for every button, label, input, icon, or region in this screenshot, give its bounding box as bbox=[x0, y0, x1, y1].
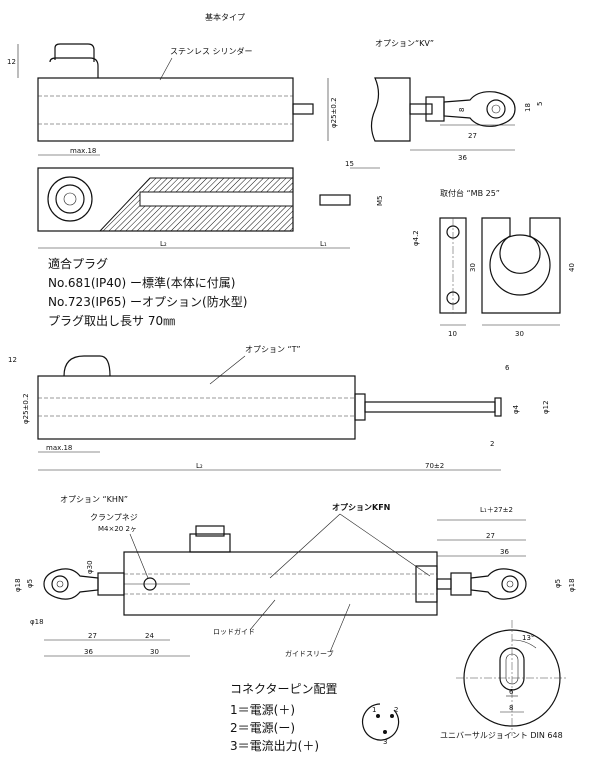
mb-dim-30h: 30 bbox=[515, 330, 524, 338]
kfn-dim-l1: L₁＋27±2 bbox=[480, 506, 513, 514]
t-cylinder-body bbox=[37, 375, 356, 440]
basic-type-side-view: 基本タイプ 12 φ25±0.2 ステンレス シリンダー max.18 bbox=[7, 12, 338, 156]
t-dim-l2: L₂ bbox=[196, 462, 203, 470]
t-dim-d4: φ4 bbox=[512, 404, 520, 414]
universal-joint-view: 13° 6 8 ユニバーサルジョイント DIN 648 bbox=[440, 620, 568, 740]
option-khn-title: オプション “KHN” bbox=[60, 495, 128, 504]
khn-cylinder-body bbox=[123, 551, 438, 616]
mount-title: 取付台 “MB 25” bbox=[440, 188, 500, 198]
t-dim-6: 6 bbox=[505, 364, 510, 372]
kv-dim-5: 5 bbox=[536, 102, 544, 106]
pin-label-3: 3 bbox=[383, 738, 387, 746]
uj-dim-6: 6 bbox=[509, 688, 514, 696]
khn-dim-36: 36 bbox=[84, 648, 93, 656]
t-dim-max18: max.18 bbox=[46, 444, 72, 452]
khn-dim-d18b: φ18 bbox=[30, 618, 44, 626]
universal-joint-label: ユニバーサルジョイント DIN 648 bbox=[440, 731, 563, 740]
dim-l2-top: L₂ bbox=[160, 240, 167, 248]
basic-type-title: 基本タイプ bbox=[205, 12, 245, 22]
mb-dim-10: 10 bbox=[448, 330, 457, 338]
connector-outline bbox=[361, 703, 400, 741]
threaded-rod-end bbox=[319, 194, 351, 206]
khn-dim-27: 27 bbox=[88, 632, 97, 640]
option-t-view: オプション “T” 12 φ25±0.2 max.18 L₂ 70±2 6 φ4… bbox=[8, 345, 550, 471]
mb-dim-40: 40 bbox=[568, 263, 576, 272]
kv-dim-8: 8 bbox=[458, 108, 466, 112]
kfn-dim-27: 27 bbox=[486, 532, 495, 540]
clamp-screw-label: クランプネジ bbox=[90, 513, 138, 522]
plug-line-3: プラグ取出し長サ 70㎜ bbox=[48, 314, 175, 328]
mb-dim-d42: φ4.2 bbox=[412, 230, 420, 246]
pin-label-1: 1 bbox=[372, 706, 376, 714]
khn-dim-d5: φ5 bbox=[26, 579, 34, 588]
khn-dim-24: 24 bbox=[145, 632, 154, 640]
dim-l1-top: L₁ bbox=[320, 240, 327, 248]
khn-dim-d18a: φ18 bbox=[14, 578, 22, 592]
piston-rod bbox=[292, 103, 314, 115]
kfn-dim-d5: φ5 bbox=[554, 579, 562, 588]
khn-dim-d30: φ30 bbox=[86, 560, 94, 574]
stainless-cylinder-label: ステンレス シリンダー bbox=[170, 46, 253, 56]
cylinder-body bbox=[37, 77, 294, 142]
dim-15: 15 bbox=[345, 160, 354, 168]
uj-dim-13: 13° bbox=[522, 634, 534, 642]
connector-pin-2: 2＝電源(ー) bbox=[230, 721, 295, 735]
pin-label-2: 2 bbox=[394, 706, 398, 714]
connector-pin-3: 3＝電流出力(＋) bbox=[230, 739, 319, 753]
connector-pin-layout: コネクターピン配置 1＝電源(＋) 2＝電源(ー) 3＝電流出力(＋) 1 2 … bbox=[230, 682, 400, 753]
plug-notes: 適合プラグ No.681(IP40) ー標準(本体に付属) No.723(IP6… bbox=[48, 256, 247, 328]
t-dim-d25: φ25±0.2 bbox=[22, 393, 30, 424]
mount-mb25-view: 取付台 “MB 25” φ4.2 30 40 10 30 bbox=[412, 188, 576, 338]
t-dim-12: 12 bbox=[8, 356, 17, 364]
mb-dim-30v: 30 bbox=[469, 263, 477, 272]
guide-sleeve-label: ガイドスリーブ bbox=[285, 649, 334, 658]
clamp-screw-spec: M4×20 2ヶ bbox=[98, 525, 137, 533]
uj-dim-8: 8 bbox=[509, 704, 513, 712]
connector-pin-1: 1＝電源(＋) bbox=[230, 703, 295, 717]
kv-dim-27: 27 bbox=[468, 132, 477, 140]
dim-m5: M5 bbox=[376, 196, 384, 207]
plug-heading: 適合プラグ bbox=[48, 256, 108, 271]
dim-max18-top: max.18 bbox=[70, 147, 96, 155]
option-khn-kfn-view: オプション “KHN” オプションKFN クランプネジ M4×20 2ヶ φ18… bbox=[14, 495, 576, 658]
kfn-dim-36: 36 bbox=[500, 548, 509, 556]
option-kv-view: オプション“KV” 27 36 8 18 5 bbox=[370, 39, 544, 162]
dim-12-top: 12 bbox=[7, 58, 16, 66]
t-dim-2: 2 bbox=[490, 440, 494, 448]
option-kv-title: オプション“KV” bbox=[375, 39, 434, 48]
t-extended-rod bbox=[364, 401, 496, 413]
rod-guide-label: ロッドガイド bbox=[213, 627, 255, 636]
kfn-dim-d18: φ18 bbox=[568, 578, 576, 592]
basic-type-section-view: 15 M5 L₂ L₁ bbox=[37, 160, 384, 249]
t-dim-d12: φ12 bbox=[542, 400, 550, 414]
option-kfn-title: オプションKFN bbox=[332, 502, 390, 512]
t-dim-70: 70±2 bbox=[425, 462, 444, 470]
kv-dim-18: 18 bbox=[524, 103, 532, 112]
plug-line-1: No.681(IP40) ー標準(本体に付属) bbox=[48, 275, 235, 290]
plug-line-2: No.723(IP65) ーオプション(防水型) bbox=[48, 294, 247, 309]
kv-dim-36: 36 bbox=[458, 154, 467, 162]
dim-d25-top: φ25±0.2 bbox=[330, 97, 338, 128]
option-t-title: オプション “T” bbox=[245, 345, 301, 354]
connector-heading: コネクターピン配置 bbox=[230, 682, 338, 696]
khn-dim-30: 30 bbox=[150, 648, 159, 656]
